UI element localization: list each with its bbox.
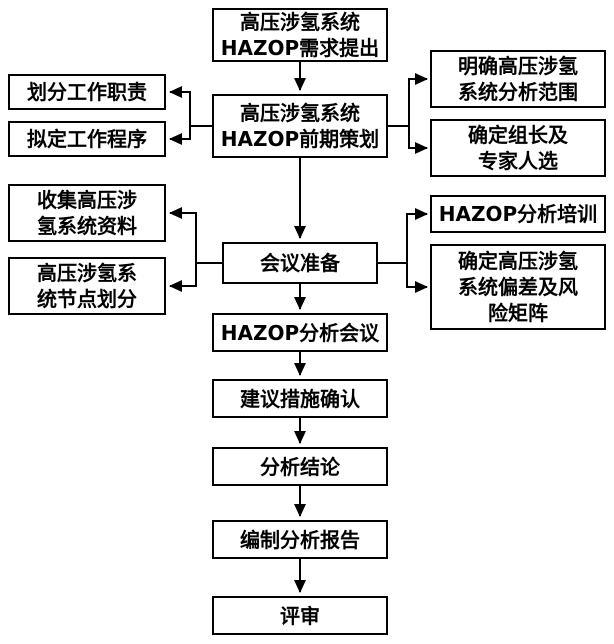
node-analysis-scope: 明确高压涉氢 系统分析范围 bbox=[430, 50, 606, 108]
node-analysis-report: 编制分析报告 bbox=[212, 520, 388, 559]
node-analysis-conclusion: 分析结论 bbox=[212, 447, 388, 486]
node-collect-system-materials: 收集高压涉 氢系统资料 bbox=[8, 184, 166, 242]
node-deviation-risk-matrix: 确定高压涉氢 系统偏差及风 险矩阵 bbox=[430, 244, 606, 330]
node-measures-confirmation: 建议措施确认 bbox=[212, 379, 388, 418]
node-team-leader-and-experts: 确定组长及 专家人选 bbox=[430, 119, 606, 177]
node-review: 评审 bbox=[212, 596, 388, 635]
node-define-work-duties: 划分工作职责 bbox=[8, 74, 166, 110]
node-meeting-preparation: 会议准备 bbox=[222, 242, 378, 284]
node-work-procedures: 拟定工作程序 bbox=[8, 121, 166, 157]
node-hazop-analysis-meeting: HAZOP分析会议 bbox=[212, 313, 388, 352]
node-hazop-demand-proposal: 高压涉氢系统 HAZOP需求提出 bbox=[212, 8, 388, 62]
node-hazop-preliminary-planning: 高压涉氢系统 HAZOP前期策划 bbox=[212, 94, 388, 158]
node-hazop-training: HAZOP分析培训 bbox=[430, 195, 606, 233]
node-system-node-division: 高压涉氢系 统节点划分 bbox=[8, 257, 166, 315]
